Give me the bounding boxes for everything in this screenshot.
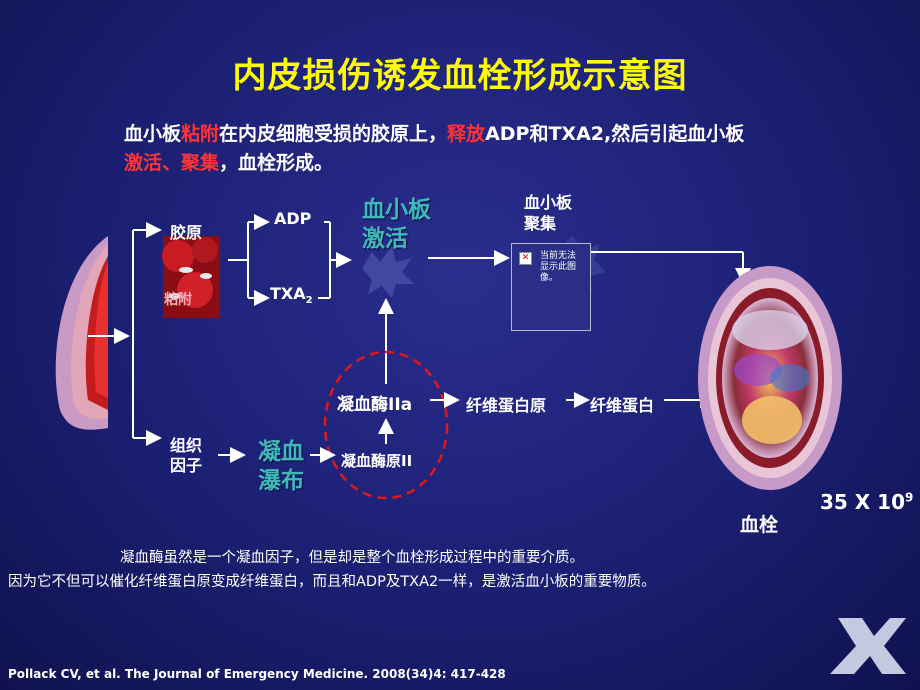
activated-platelet-image (362, 246, 414, 298)
vessel-wall-image (55, 236, 108, 430)
aggregation-to-thrombus-arrow (590, 251, 751, 284)
intro-text: ADP和TXA2,然后引起血小板 (485, 123, 745, 145)
thrombus-image (698, 266, 842, 490)
split-bracket (132, 222, 162, 446)
thrombin-dashed-circle (323, 350, 449, 500)
intro-text: 在内皮细胞受损的胶原上， (219, 123, 448, 145)
txa-subscript: 2 (305, 295, 313, 307)
broken-image-icon: ✕ (519, 252, 532, 265)
magnification-text: 35 X 10 (820, 490, 906, 514)
adp-txa-fork (228, 214, 352, 306)
note-line-1: 凝血酶虽然是一个凝血因子，但是却是整个血栓形成过程中的重要介质。 (120, 550, 584, 566)
image-placeholder: ✕ 当前无法显示此图像。 (511, 243, 591, 331)
magnification-label: 35 X 109 (820, 490, 913, 514)
platelet-activation-label: 血小板 激活 (362, 197, 431, 252)
intro-highlight: 激活、聚集 (124, 152, 220, 174)
collagen-adhesion-image (162, 236, 220, 318)
txa2-label: TXA2 (270, 284, 313, 306)
intro-paragraph: 血小板粘附在内皮细胞受损的胶原上，释放ADP和TXA2,然后引起血小板激活、聚集… (124, 120, 884, 178)
adp-label: ADP (274, 209, 312, 228)
intro-text: 血小板 (124, 123, 182, 145)
intro-highlight: 释放 (447, 123, 486, 145)
citation: Pollack CV, et al. The Journal of Emerge… (8, 667, 506, 681)
image-placeholder-text: 当前无法显示此图像。 (540, 251, 577, 283)
collagen-label: 胶原 (170, 223, 203, 242)
tissue-factor-label: 组织 因子 (170, 436, 203, 475)
intro-text: ，血栓形成。 (219, 152, 334, 174)
magnification-exponent: 9 (905, 490, 914, 505)
page-title: 内皮损伤诱发血栓形成示意图 (232, 56, 688, 96)
coag-cascade-label: 凝血 瀑布 (258, 439, 304, 494)
fibrin-label: 纤维蛋白 (590, 396, 655, 415)
note-line-2: 因为它不但可以催化纤维蛋白原变成纤维蛋白，而且和ADP及TXA2一样，是激活血小… (8, 574, 656, 590)
thrombus-label: 血栓 (740, 514, 779, 536)
fibrinogen-label: 纤维蛋白原 (466, 396, 547, 415)
txa-text: TXA (270, 284, 306, 303)
adhesion-label: 粘附 (164, 292, 192, 308)
prothrombin-label: 凝血酶原II (341, 452, 413, 470)
platelet-aggregation-label: 血小板 聚集 (524, 193, 573, 233)
thrombin-label: 凝血酶IIa (337, 395, 413, 415)
intro-highlight: 粘附 (181, 123, 220, 145)
